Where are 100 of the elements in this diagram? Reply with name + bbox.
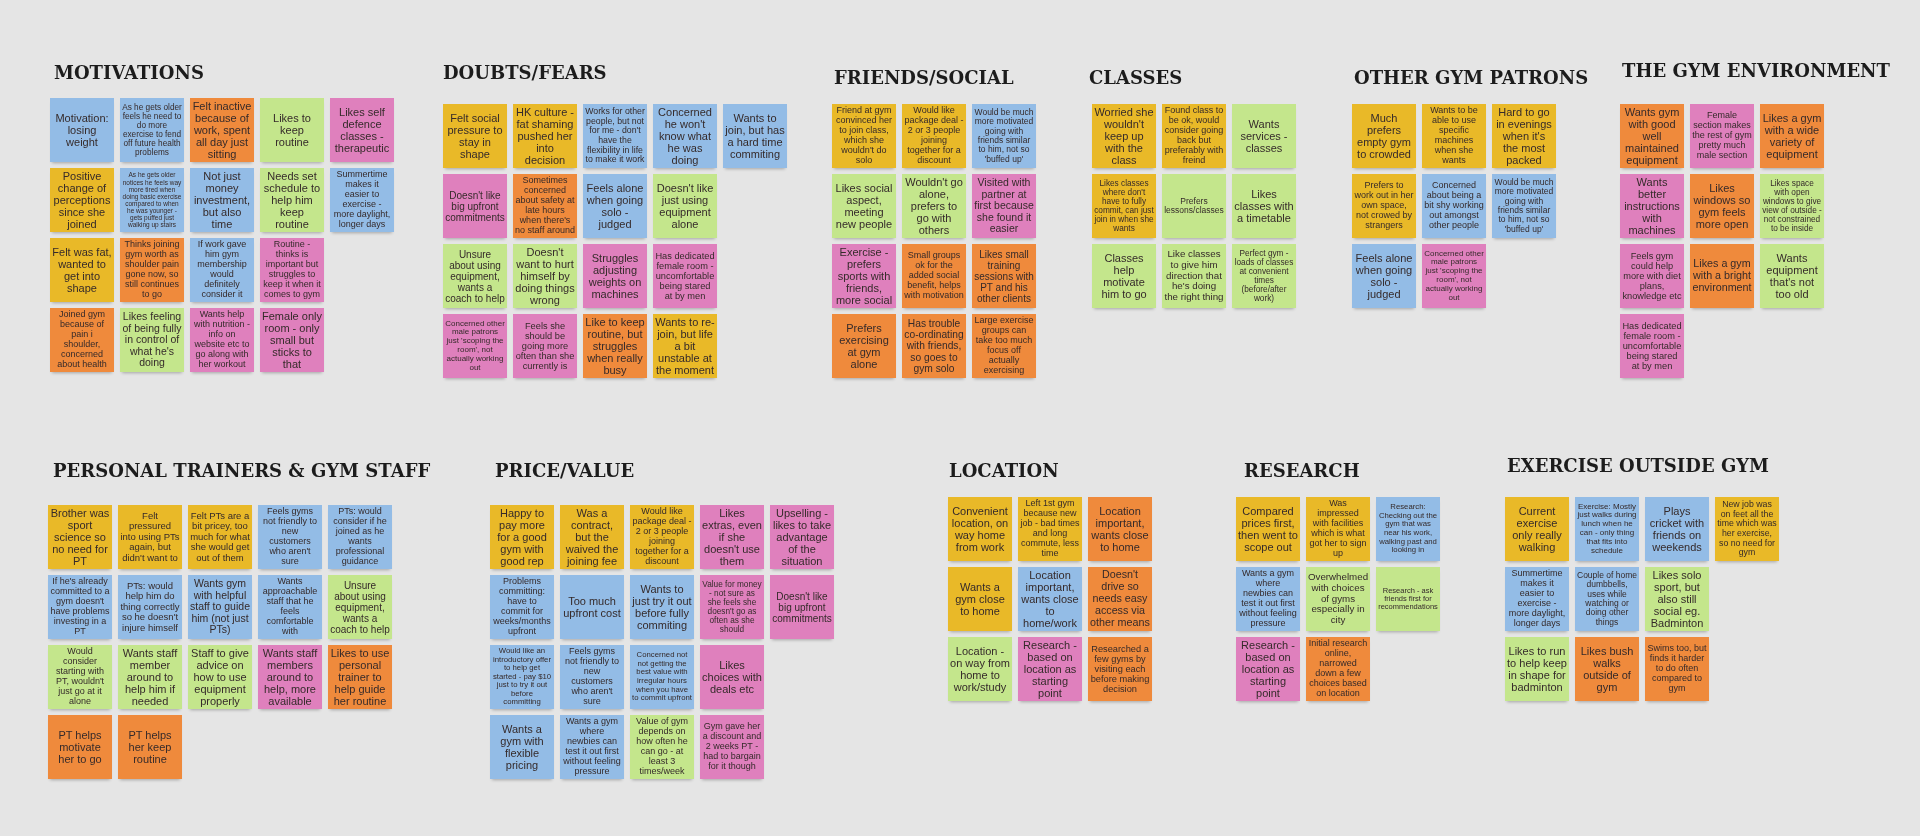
category-heading: PERSONAL TRAINERS & GYM STAFF (53, 460, 431, 482)
sticky-note: Unsure about using equipment, wants a coach to help (443, 244, 507, 308)
sticky-note: Perfect gym - loads of classes at convenient times (before/after work) (1232, 244, 1296, 308)
sticky-note: Wants help with nutrition - info on website etc to go along with her workout (190, 308, 254, 372)
sticky-note: If work gave him gym membership would definitely consider it (190, 238, 254, 302)
sticky-note: Wants equipment that's not too old (1760, 244, 1824, 308)
sticky-note: Felt was fat, wanted to get into shape (50, 238, 114, 302)
sticky-note: Would be much more motivated going with friends similar to him, not so 'buffed up' (972, 104, 1036, 168)
sticky-note: Visited with partner at first because she found it easier (972, 174, 1036, 238)
sticky-note: Likes self defence classes - therapeutic (330, 98, 394, 162)
sticky-note: Wants to just try it out before fully commiting (630, 575, 694, 639)
sticky-note: Wants staff members around to help, more available (258, 645, 322, 709)
sticky-note: Value for money - not sure as she feels she doesn't go as often as she should (700, 575, 764, 639)
category-heading: LOCATION (949, 460, 1059, 482)
sticky-note: Likes solo sport, but also still social eg. Badminton (1645, 567, 1709, 631)
sticky-note: Wants staff member around to help him if needed (118, 645, 182, 709)
sticky-note: Feels gyms not friendly to new customers who aren't sure (258, 505, 322, 569)
sticky-note: Wants better instructions with machines (1620, 174, 1684, 238)
sticky-note: PT helps motivate her to go (48, 715, 112, 779)
sticky-note: Routine - thinks is important but struggles to keep it when it comes to gym (260, 238, 324, 302)
sticky-note: Summertime makes it easier to exercise - more daylight, longer days (330, 168, 394, 232)
sticky-note: Likes classes with a timetable (1232, 174, 1296, 238)
sticky-note: Has trouble co-ordinating with friends, so goes to gym solo (902, 314, 966, 378)
sticky-note: HK culture - fat shaming pushed her into decision (513, 104, 577, 168)
sticky-note: Likes feeling of being fully in control of what he's doing (120, 308, 184, 372)
sticky-note: Doesn't like just using equipment alone (653, 174, 717, 238)
sticky-note: Felt pressured into using PTs again, but didn't want to (118, 505, 182, 569)
sticky-note: Joined gym because of pain i shoulder, concerned about health (50, 308, 114, 372)
sticky-note: Doesn't drive so needs easy access via other means (1088, 567, 1152, 631)
sticky-note: PTs: would consider if he joined as he wants professional guidance (328, 505, 392, 569)
sticky-note: Works for other people, but not for me - don't have the flexibility in life to make it work (583, 104, 647, 168)
sticky-note: Concerned other male patrons just 'scoping the room', not actually working out (443, 314, 507, 378)
sticky-note: PTs: would help him do thing correctly so he doesn't injure himself (118, 575, 182, 639)
sticky-note: Researched a few gyms by visiting each before making decision (1088, 637, 1152, 701)
sticky-note: New job was on feet all the time which was her exercise, so no need for gym (1715, 497, 1779, 561)
sticky-note: Was a contract, but the waived the joining fee (560, 505, 624, 569)
sticky-note: Prefers to work out in her own space, not crowed by strangers (1352, 174, 1416, 238)
sticky-note: Female section makes the rest of gym pretty much male section (1690, 104, 1754, 168)
category-heading: EXERCISE OUTSIDE GYM (1507, 455, 1770, 477)
sticky-note: Felt PTs are a bit pricey, too much for what she would get out of them (188, 505, 252, 569)
sticky-note: Hard to go in evenings when it's the most packed (1492, 104, 1556, 168)
category-heading: RESEARCH (1244, 460, 1360, 482)
sticky-note: Plays cricket with friends on weekends (1645, 497, 1709, 561)
sticky-note: Swims too, but finds it harder to do often compared to gym (1645, 637, 1709, 701)
sticky-note: Classes help motivate him to go (1092, 244, 1156, 308)
sticky-note: Prefers exercising at gym alone (832, 314, 896, 378)
category-heading: OTHER GYM PATRONS (1354, 67, 1589, 89)
sticky-note: Happy to pay more for a good gym with good rep (490, 505, 554, 569)
category-heading: MOTIVATIONS (54, 62, 204, 84)
sticky-note: Needs set schedule to help him keep routine (260, 168, 324, 232)
sticky-note: Staff to give advice on how to use equipment properly (188, 645, 252, 709)
sticky-note: Likes extras, even if she doesn't use them (700, 505, 764, 569)
sticky-note: Sometimes concerned about safety at late hours when there's no staff around (513, 174, 577, 238)
sticky-note: Likes classes where don't have to fully commit, can just join in when she wants (1092, 174, 1156, 238)
sticky-note: Feels gym could help more with diet plans, knowledge etc (1620, 244, 1684, 308)
sticky-note: Concerned about being a bit shy working out amongst other people (1422, 174, 1486, 238)
sticky-note: Much prefers empty gym to crowded (1352, 104, 1416, 168)
sticky-note: Likes bush walks outside of gym (1575, 637, 1639, 701)
sticky-note: Worried she wouldn't keep up with the class (1092, 104, 1156, 168)
sticky-note: Wants to be able to use specific machines when she wants (1422, 104, 1486, 168)
sticky-note: If he's already committed to a gym doesn't have problems investing in a PT (48, 575, 112, 639)
sticky-note: Friend at gym convinced her to join class, which she wouldn't do solo (832, 104, 896, 168)
category-heading: PRICE/VALUE (495, 460, 635, 482)
sticky-note: Was impressed with facilities which is what got her to sign up (1306, 497, 1370, 561)
category-heading: CLASSES (1089, 67, 1183, 89)
sticky-note: Felt social pressure to stay in shape (443, 104, 507, 168)
sticky-note: Likes choices with deals etc (700, 645, 764, 709)
sticky-note: Wants gym with helpful staff to guide him (not just PTs) (188, 575, 252, 639)
sticky-note: Feels she should be going more often than she currently is (513, 314, 577, 378)
sticky-note: Brother was sport science so no need for PT (48, 505, 112, 569)
sticky-note: Location important, wants close to home (1088, 497, 1152, 561)
sticky-note: Likes small training sessions with PT and his other clients (972, 244, 1036, 308)
sticky-note: Wouldn't go alone, prefers to go with others (902, 174, 966, 238)
sticky-note: Wants a gym where newbies can test it out first without feeling pressure (560, 715, 624, 779)
sticky-note: Likes a gym with a wide variety of equipment (1760, 104, 1824, 168)
sticky-note: Likes social aspect, meeting new people (832, 174, 896, 238)
sticky-note: Research - based on location as starting point (1236, 637, 1300, 701)
sticky-note: Research - based on location as starting point (1018, 637, 1082, 701)
sticky-note: Wants a gym close to home (948, 567, 1012, 631)
sticky-note: Summertime makes it easier to exercise - more daylight, longer days (1505, 567, 1569, 631)
sticky-note: Feels alone when going solo - judged (1352, 244, 1416, 308)
sticky-note: Convenient location, on way home from work (948, 497, 1012, 561)
sticky-note: Upselling - likes to take advantage of the situation (770, 505, 834, 569)
sticky-note: Location - on way from home to work/study (948, 637, 1012, 701)
sticky-note: Wants a gym with flexible pricing (490, 715, 554, 779)
sticky-note: Overwhelmed with choices of gyms especially in city (1306, 567, 1370, 631)
sticky-note: Likes space with open windows to give view of outside - not constrained to be inside (1760, 174, 1824, 238)
sticky-note: Feels alone when going solo - judged (583, 174, 647, 238)
category-heading: THE GYM ENVIRONMENT (1622, 60, 1890, 82)
sticky-note: Like to keep routine, but struggles when really busy (583, 314, 647, 378)
sticky-note: Found class to be ok, would consider going back but preferably with freind (1162, 104, 1226, 168)
sticky-note: PT helps her keep routine (118, 715, 182, 779)
sticky-note: Wants services - classes (1232, 104, 1296, 168)
sticky-note: Prefers lessons/classes (1162, 174, 1226, 238)
sticky-note: Initial research online, narrowed down a few choices based on location (1306, 637, 1370, 701)
sticky-note: Small groups ok for the added social benefit, helps with motivation (902, 244, 966, 308)
sticky-note: Thinks joining gym worth as shoulder pain gone now, so still continues to go (120, 238, 184, 302)
sticky-note: Motivation: losing weight (50, 98, 114, 162)
sticky-note: Would consider starting with PT, wouldn't just go at it alone (48, 645, 112, 709)
sticky-note: Wants a gym where newbies can test it out first without feeling pressure (1236, 567, 1300, 631)
